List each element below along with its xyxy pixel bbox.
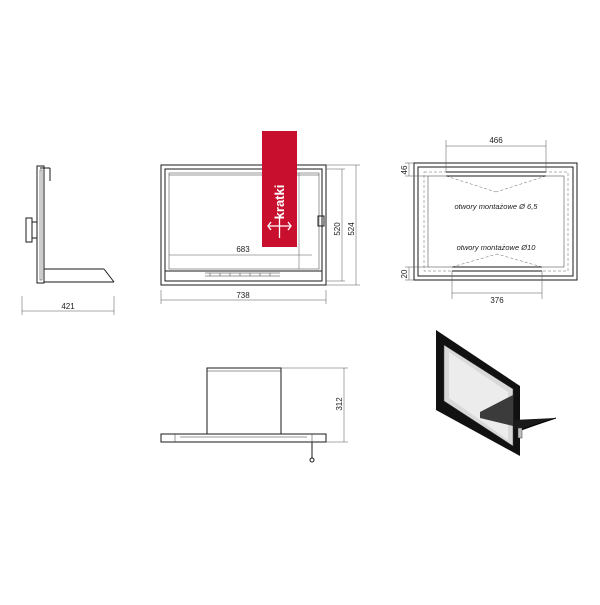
- dim-front-inner-width: 683: [236, 245, 250, 254]
- dim-top-depth: 312: [335, 397, 344, 411]
- dim-front-h-outer: 524: [347, 222, 356, 236]
- back-view: 466 376 46 20 otwory montażowe Ø 6,5 otw…: [400, 136, 578, 305]
- label-holes-large: otwory montażowe Ø10: [457, 243, 537, 252]
- dim-back-bottom: 376: [490, 296, 504, 305]
- dim-front-h-inner: 520: [333, 222, 342, 236]
- dim-front-width: 738: [236, 291, 250, 300]
- fireplace-door-3d: [436, 330, 557, 456]
- front-view: 683 424 520 524 738: [160, 164, 360, 304]
- dim-back-left-bottom: 20: [400, 269, 409, 278]
- kratki-logo: kratki: [262, 131, 297, 247]
- top-view: 312: [160, 367, 348, 463]
- dim-side-depth: 421: [61, 302, 75, 311]
- label-holes-small: otwory montażowe Ø 6,5: [455, 202, 539, 211]
- dim-back-left-top: 46: [400, 165, 409, 174]
- front-vent-slots: [205, 272, 280, 277]
- side-view: 421: [21, 165, 115, 315]
- logo-text: kratki: [272, 185, 287, 220]
- dim-back-top: 466: [489, 136, 503, 145]
